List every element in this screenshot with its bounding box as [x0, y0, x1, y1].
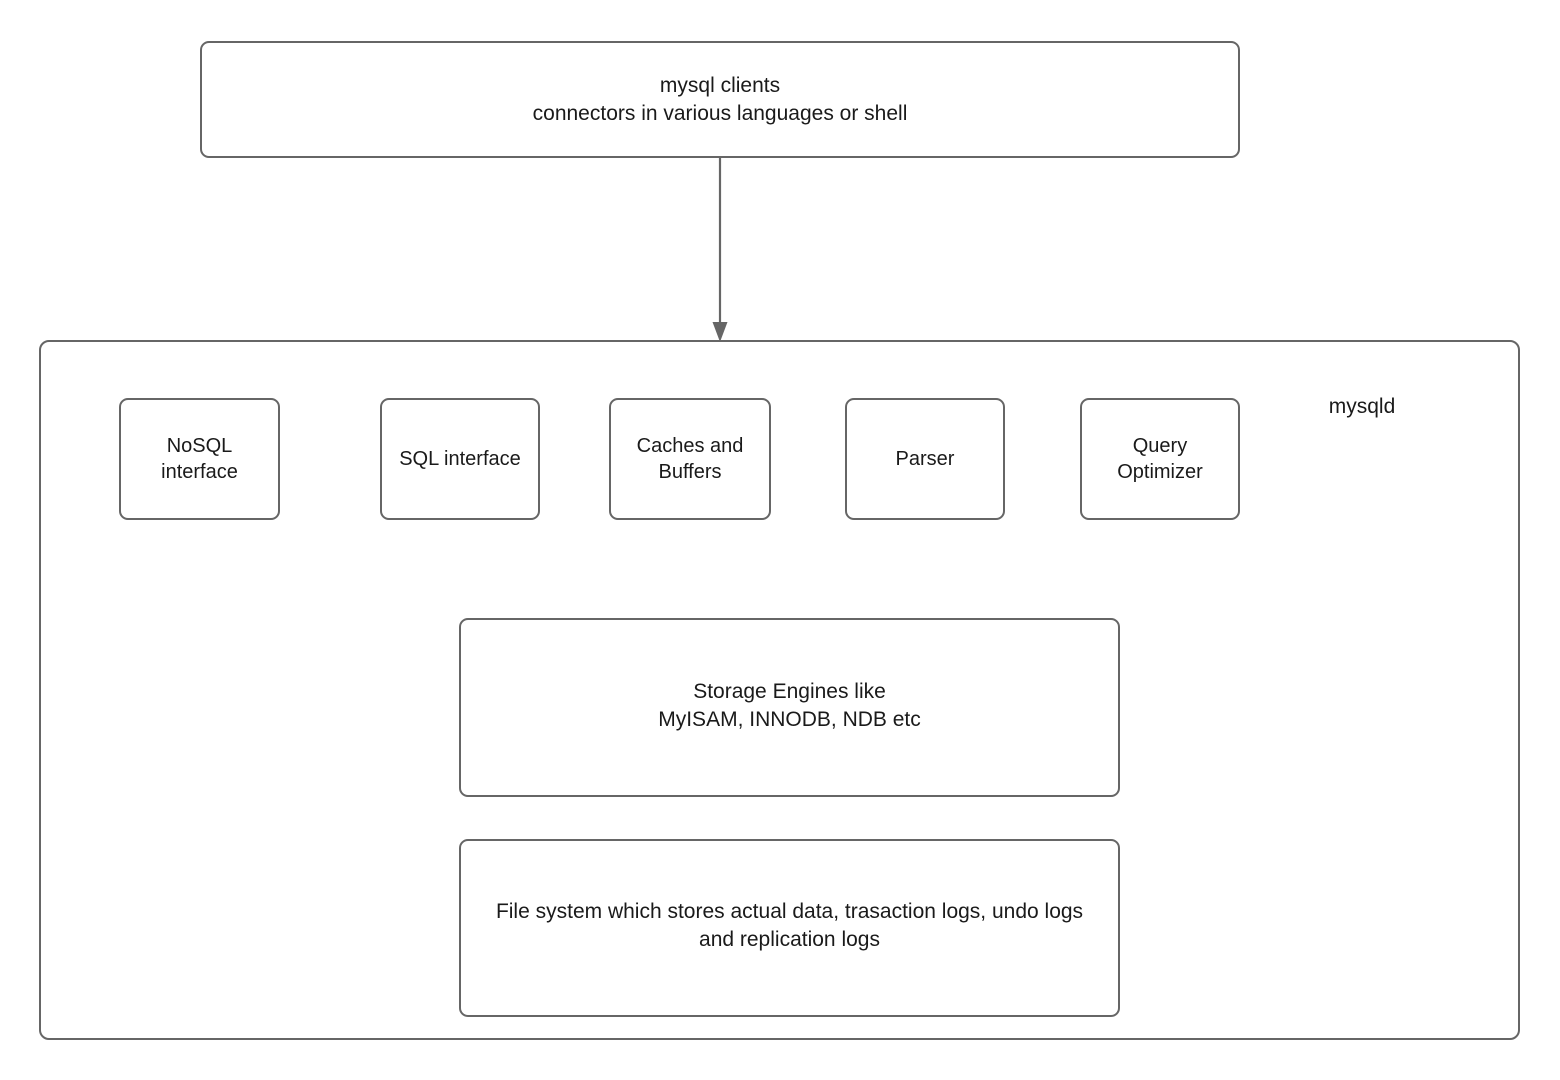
component-nosql-interface[interactable]: NoSQL interface — [119, 398, 280, 520]
component-parser[interactable]: Parser — [845, 398, 1005, 520]
arrow-clients-to-mysqld — [706, 156, 736, 344]
component-sql-interface[interactable]: SQL interface — [380, 398, 540, 520]
component-query-optimizer[interactable]: Query Optimizer — [1080, 398, 1240, 520]
component-caches-and-buffers[interactable]: Caches and Buffers — [609, 398, 771, 520]
storage-engines-box[interactable]: Storage Engines like MyISAM, INNODB, NDB… — [459, 618, 1120, 797]
file-system-box[interactable]: File system which stores actual data, tr… — [459, 839, 1120, 1017]
arrow-icon — [712, 156, 728, 342]
mysqld-label: mysqld — [1328, 395, 1396, 418]
mysql-clients-box[interactable]: mysql clients connectors in various lang… — [200, 41, 1240, 158]
